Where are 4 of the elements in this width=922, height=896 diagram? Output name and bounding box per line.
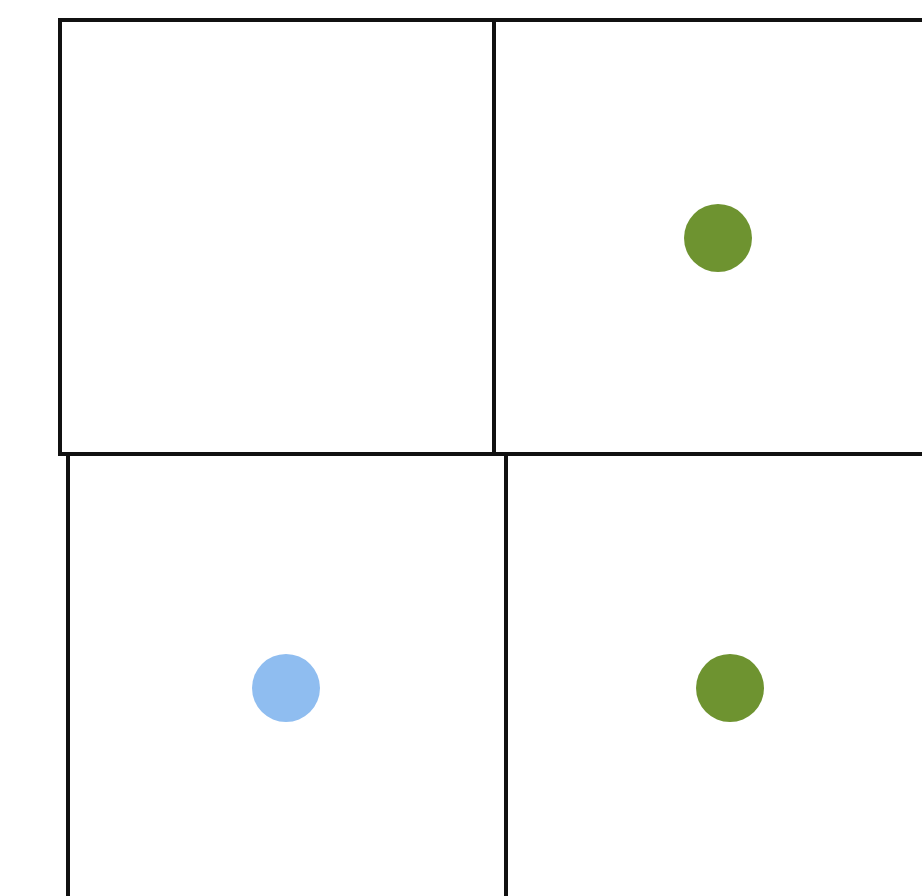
dot <box>252 654 320 722</box>
dot <box>696 654 764 722</box>
grid-cell <box>58 18 496 456</box>
dot <box>684 204 752 272</box>
